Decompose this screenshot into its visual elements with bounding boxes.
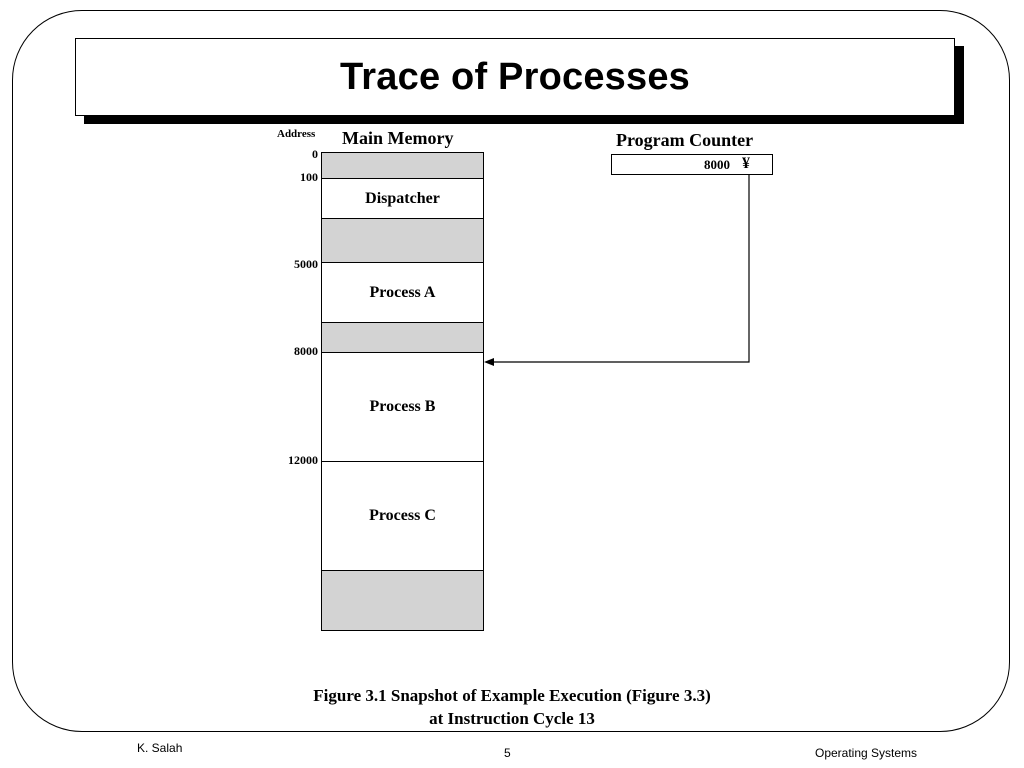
- process-b-segment: Process B: [322, 353, 483, 462]
- main-memory-column: Dispatcher Process A Process B Process C: [321, 152, 484, 631]
- slide-title: Trace of Processes: [339, 55, 691, 98]
- memory-gap-segment: [322, 323, 483, 353]
- address-header: Address: [277, 128, 316, 140]
- address-label: 100: [300, 170, 318, 184]
- footer-page-number: 5: [504, 746, 511, 760]
- segment-label: Process A: [369, 283, 436, 301]
- program-counter-box: 8000 ¥: [611, 154, 773, 175]
- main-memory-header: Main Memory: [342, 128, 454, 148]
- segment-label: Process C: [369, 507, 436, 524]
- address-label: 12000: [288, 453, 318, 467]
- footer-author: K. Salah: [137, 741, 183, 755]
- pointer-arrowhead: [484, 358, 494, 366]
- memory-gap-segment: [322, 219, 483, 263]
- memory-gap-segment: [322, 153, 483, 179]
- pc-pointer-glyph: ¥: [742, 155, 750, 172]
- address-label: 8000: [294, 344, 318, 358]
- slide-frame: [12, 10, 1010, 732]
- segment-label: Dispatcher: [365, 189, 440, 207]
- program-counter-value: 8000: [704, 157, 730, 172]
- dispatcher-segment: Dispatcher: [322, 179, 483, 219]
- process-c-segment: Process C: [322, 462, 483, 571]
- address-label: 0: [312, 147, 318, 161]
- figure-caption-line-2: at Instruction Cycle 13: [429, 709, 595, 728]
- footer-course: Operating Systems: [815, 746, 918, 760]
- program-counter-header: Program Counter: [616, 130, 754, 150]
- figure-caption-line-1: Figure 3.1 Snapshot of Example Execution…: [313, 686, 711, 705]
- segment-label: Process B: [369, 398, 436, 415]
- pointer-line: [486, 175, 750, 363]
- process-a-segment: Process A: [322, 263, 483, 323]
- address-label: 5000: [294, 257, 318, 271]
- title-box: Trace of Processes: [75, 38, 955, 116]
- memory-gap-segment: [322, 571, 483, 630]
